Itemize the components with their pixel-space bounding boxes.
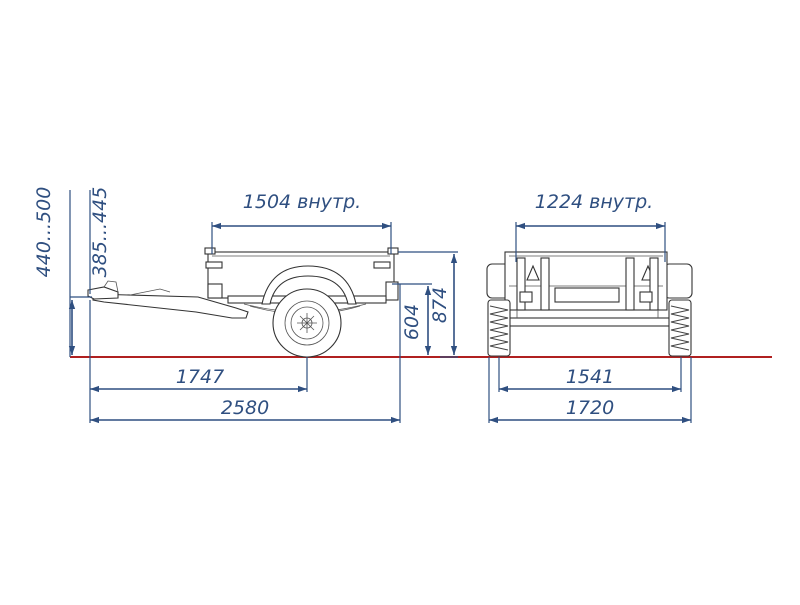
axle-position-label: 1747: [176, 366, 224, 388]
overall-height-label: 874: [429, 287, 451, 323]
front-bracket: [207, 283, 223, 299]
axle: [497, 317, 683, 327]
overall-length-label: 2580: [221, 397, 269, 419]
rear-view-dimensions: 1224 внутр. 1541 1720: [488, 191, 692, 424]
tie-hook-right: [373, 261, 391, 269]
wheel-spokes: [297, 313, 317, 333]
post-right-a: [625, 257, 635, 311]
inner-width-label: 1224 внутр.: [535, 191, 653, 213]
hitch-handle: [103, 280, 119, 293]
wheel-rim: [284, 300, 330, 346]
post-left-b: [540, 257, 550, 311]
light-right: [639, 291, 653, 303]
corner-post-right: [387, 247, 399, 255]
side-view: [87, 247, 399, 358]
tread-right: [670, 305, 690, 351]
tread-left: [489, 305, 509, 351]
safety-cable: [129, 288, 171, 296]
rear-view: [486, 251, 693, 357]
side-view-dimensions: 1504 внутр. 440...500 385...445 1747 258…: [33, 187, 458, 424]
hitch-coupler: [87, 286, 119, 300]
reflector-left-icon: [526, 264, 540, 281]
hitch-height-b-label: 385...445: [89, 187, 111, 278]
wheel-rim-inner: [290, 306, 324, 340]
post-left-a: [516, 257, 526, 311]
body-height-label: 604: [401, 304, 423, 340]
inner-length-label: 1504 внутр.: [243, 191, 361, 213]
tie-hook-left: [205, 261, 223, 269]
rear-bracket: [385, 281, 399, 301]
drawbar: [92, 293, 249, 319]
hitch-height-a-label: 440...500: [33, 187, 55, 278]
overall-width-label: 1720: [566, 397, 614, 419]
fender-right: [663, 263, 693, 299]
track-width-label: 1541: [566, 366, 614, 388]
corner-post-left: [204, 247, 216, 255]
post-right-b: [649, 257, 659, 311]
number-plate: [554, 287, 620, 303]
fender: [261, 265, 357, 305]
light-left: [519, 291, 533, 303]
